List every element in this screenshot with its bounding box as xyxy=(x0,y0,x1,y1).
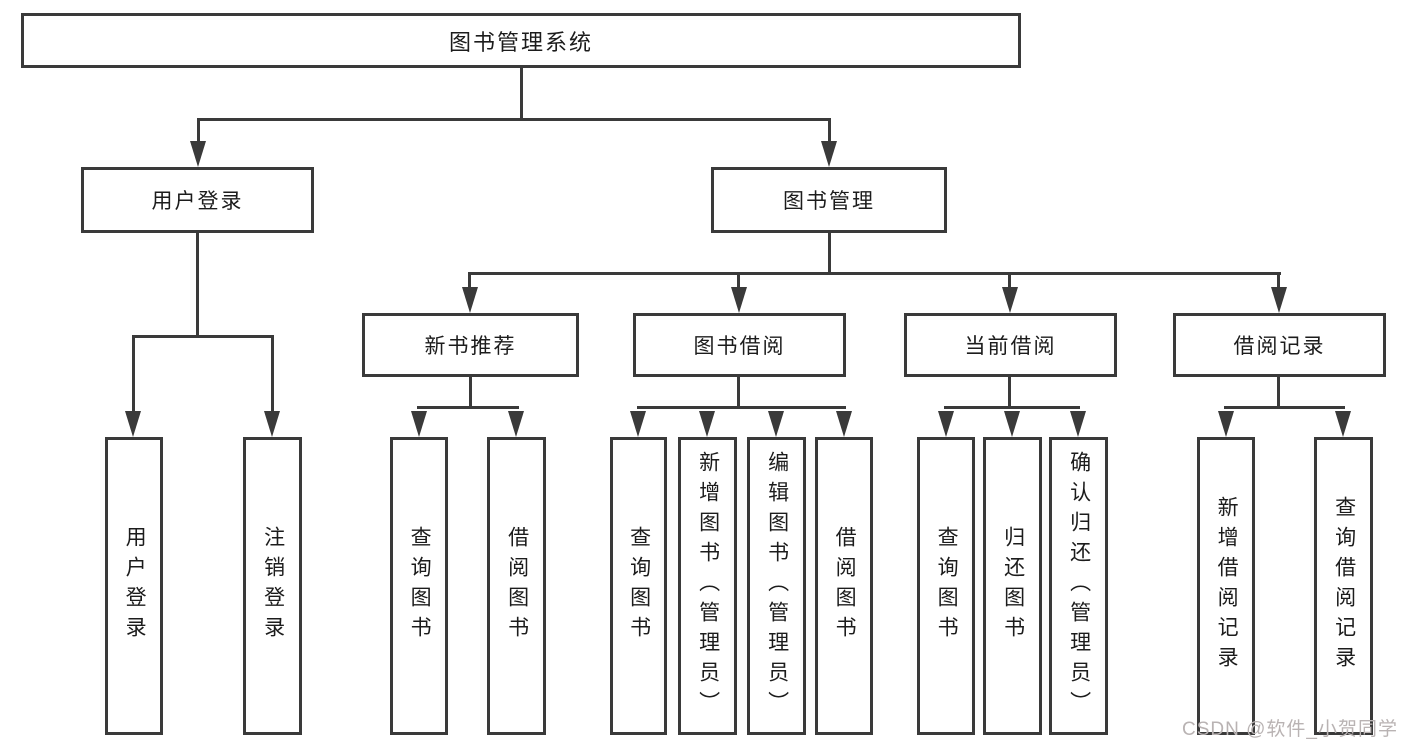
connector-line xyxy=(637,406,846,409)
leaf-confirm-return-admin: 确认归还（管理员） xyxy=(1049,437,1108,735)
connector-line xyxy=(1224,406,1345,409)
arrow-down-icon xyxy=(125,411,141,437)
leaf-add-books-admin: 新增图书（管理员） xyxy=(678,437,737,735)
arrow-down-icon xyxy=(508,411,524,437)
node-borrow-records: 借阅记录 xyxy=(1173,313,1386,377)
arrow-down-icon xyxy=(1002,287,1018,313)
node-new-book-recommend: 新书推荐 xyxy=(362,313,579,377)
leaf-logout: 注销登录 xyxy=(243,437,302,735)
arrow-down-icon xyxy=(1218,411,1234,437)
connector-line xyxy=(271,335,274,413)
connector-line xyxy=(417,406,519,409)
leaf-add-borrow-record: 新增借阅记录 xyxy=(1197,437,1255,735)
arrow-down-icon xyxy=(264,411,280,437)
leaf-query-books-recommend: 查询图书 xyxy=(390,437,448,735)
arrow-down-icon xyxy=(1004,411,1020,437)
leaf-query-books-borrowing: 查询图书 xyxy=(610,437,667,735)
leaf-label: 查询图书 xyxy=(627,526,651,646)
node-label: 新书推荐 xyxy=(424,335,517,358)
leaf-query-borrow-record: 查询借阅记录 xyxy=(1314,437,1373,735)
leaf-label: 查询借阅记录 xyxy=(1332,496,1356,676)
node-label: 借阅记录 xyxy=(1233,335,1326,358)
leaf-label: 查询图书 xyxy=(935,526,959,646)
connector-line xyxy=(1277,272,1280,290)
connector-line xyxy=(1008,377,1011,409)
connector-line xyxy=(944,406,1080,409)
connector-line xyxy=(197,118,200,144)
node-label: 用户登录 xyxy=(151,190,244,213)
node-book-borrowing: 图书借阅 xyxy=(633,313,846,377)
leaf-label: 确认归还（管理员） xyxy=(1067,451,1091,721)
connector-line xyxy=(1277,377,1280,409)
arrow-down-icon xyxy=(462,287,478,313)
arrow-down-icon xyxy=(630,411,646,437)
arrow-down-icon xyxy=(768,411,784,437)
leaf-label: 归还图书 xyxy=(1001,526,1025,646)
leaf-query-books-current: 查询图书 xyxy=(917,437,975,735)
arrow-down-icon xyxy=(190,141,206,167)
connector-line xyxy=(468,272,471,290)
arrow-down-icon xyxy=(938,411,954,437)
connector-line xyxy=(737,272,740,290)
node-book-management: 图书管理 xyxy=(711,167,947,233)
node-label: 图书管理 xyxy=(783,190,875,213)
connector-line xyxy=(197,118,831,121)
node-library-system: 图书管理系统 xyxy=(21,13,1021,68)
leaf-label: 借阅图书 xyxy=(505,526,529,646)
connector-line xyxy=(196,233,199,338)
connector-line xyxy=(737,377,740,409)
node-label: 图书借阅 xyxy=(693,335,786,358)
connector-line xyxy=(132,335,135,413)
node-current-borrowing: 当前借阅 xyxy=(904,313,1117,377)
arrow-down-icon xyxy=(1271,287,1287,313)
arrow-down-icon xyxy=(821,141,837,167)
leaf-label: 注销登录 xyxy=(261,526,285,646)
leaf-borrow-books: 借阅图书 xyxy=(815,437,873,735)
arrow-down-icon xyxy=(1070,411,1086,437)
leaf-label: 查询图书 xyxy=(408,526,432,646)
leaf-return-books: 归还图书 xyxy=(983,437,1042,735)
connector-line xyxy=(469,272,1281,275)
leaf-label: 用户登录 xyxy=(123,526,147,646)
node-label: 图书管理系统 xyxy=(448,29,593,55)
leaf-label: 新增借阅记录 xyxy=(1215,496,1239,676)
leaf-user-login: 用户登录 xyxy=(105,437,163,735)
leaf-borrow-books-recommend: 借阅图书 xyxy=(487,437,546,735)
leaf-label: 新增图书（管理员） xyxy=(696,451,720,721)
arrow-down-icon xyxy=(699,411,715,437)
connector-line xyxy=(828,118,831,144)
arrow-down-icon xyxy=(1335,411,1351,437)
arrow-down-icon xyxy=(836,411,852,437)
leaf-label: 借阅图书 xyxy=(833,526,857,646)
arrow-down-icon xyxy=(411,411,427,437)
leaf-edit-books-admin: 编辑图书（管理员） xyxy=(747,437,806,735)
leaf-label: 编辑图书（管理员） xyxy=(765,451,789,721)
node-user-login: 用户登录 xyxy=(81,167,314,233)
connector-line xyxy=(132,335,274,338)
connector-line xyxy=(1008,272,1011,290)
arrow-down-icon xyxy=(731,287,747,313)
node-label: 当前借阅 xyxy=(964,335,1057,358)
connector-line xyxy=(828,233,831,274)
connector-line xyxy=(469,377,472,409)
csdn-watermark: CSDN @软件_小贺同学 xyxy=(1182,719,1398,740)
connector-line xyxy=(520,66,523,120)
